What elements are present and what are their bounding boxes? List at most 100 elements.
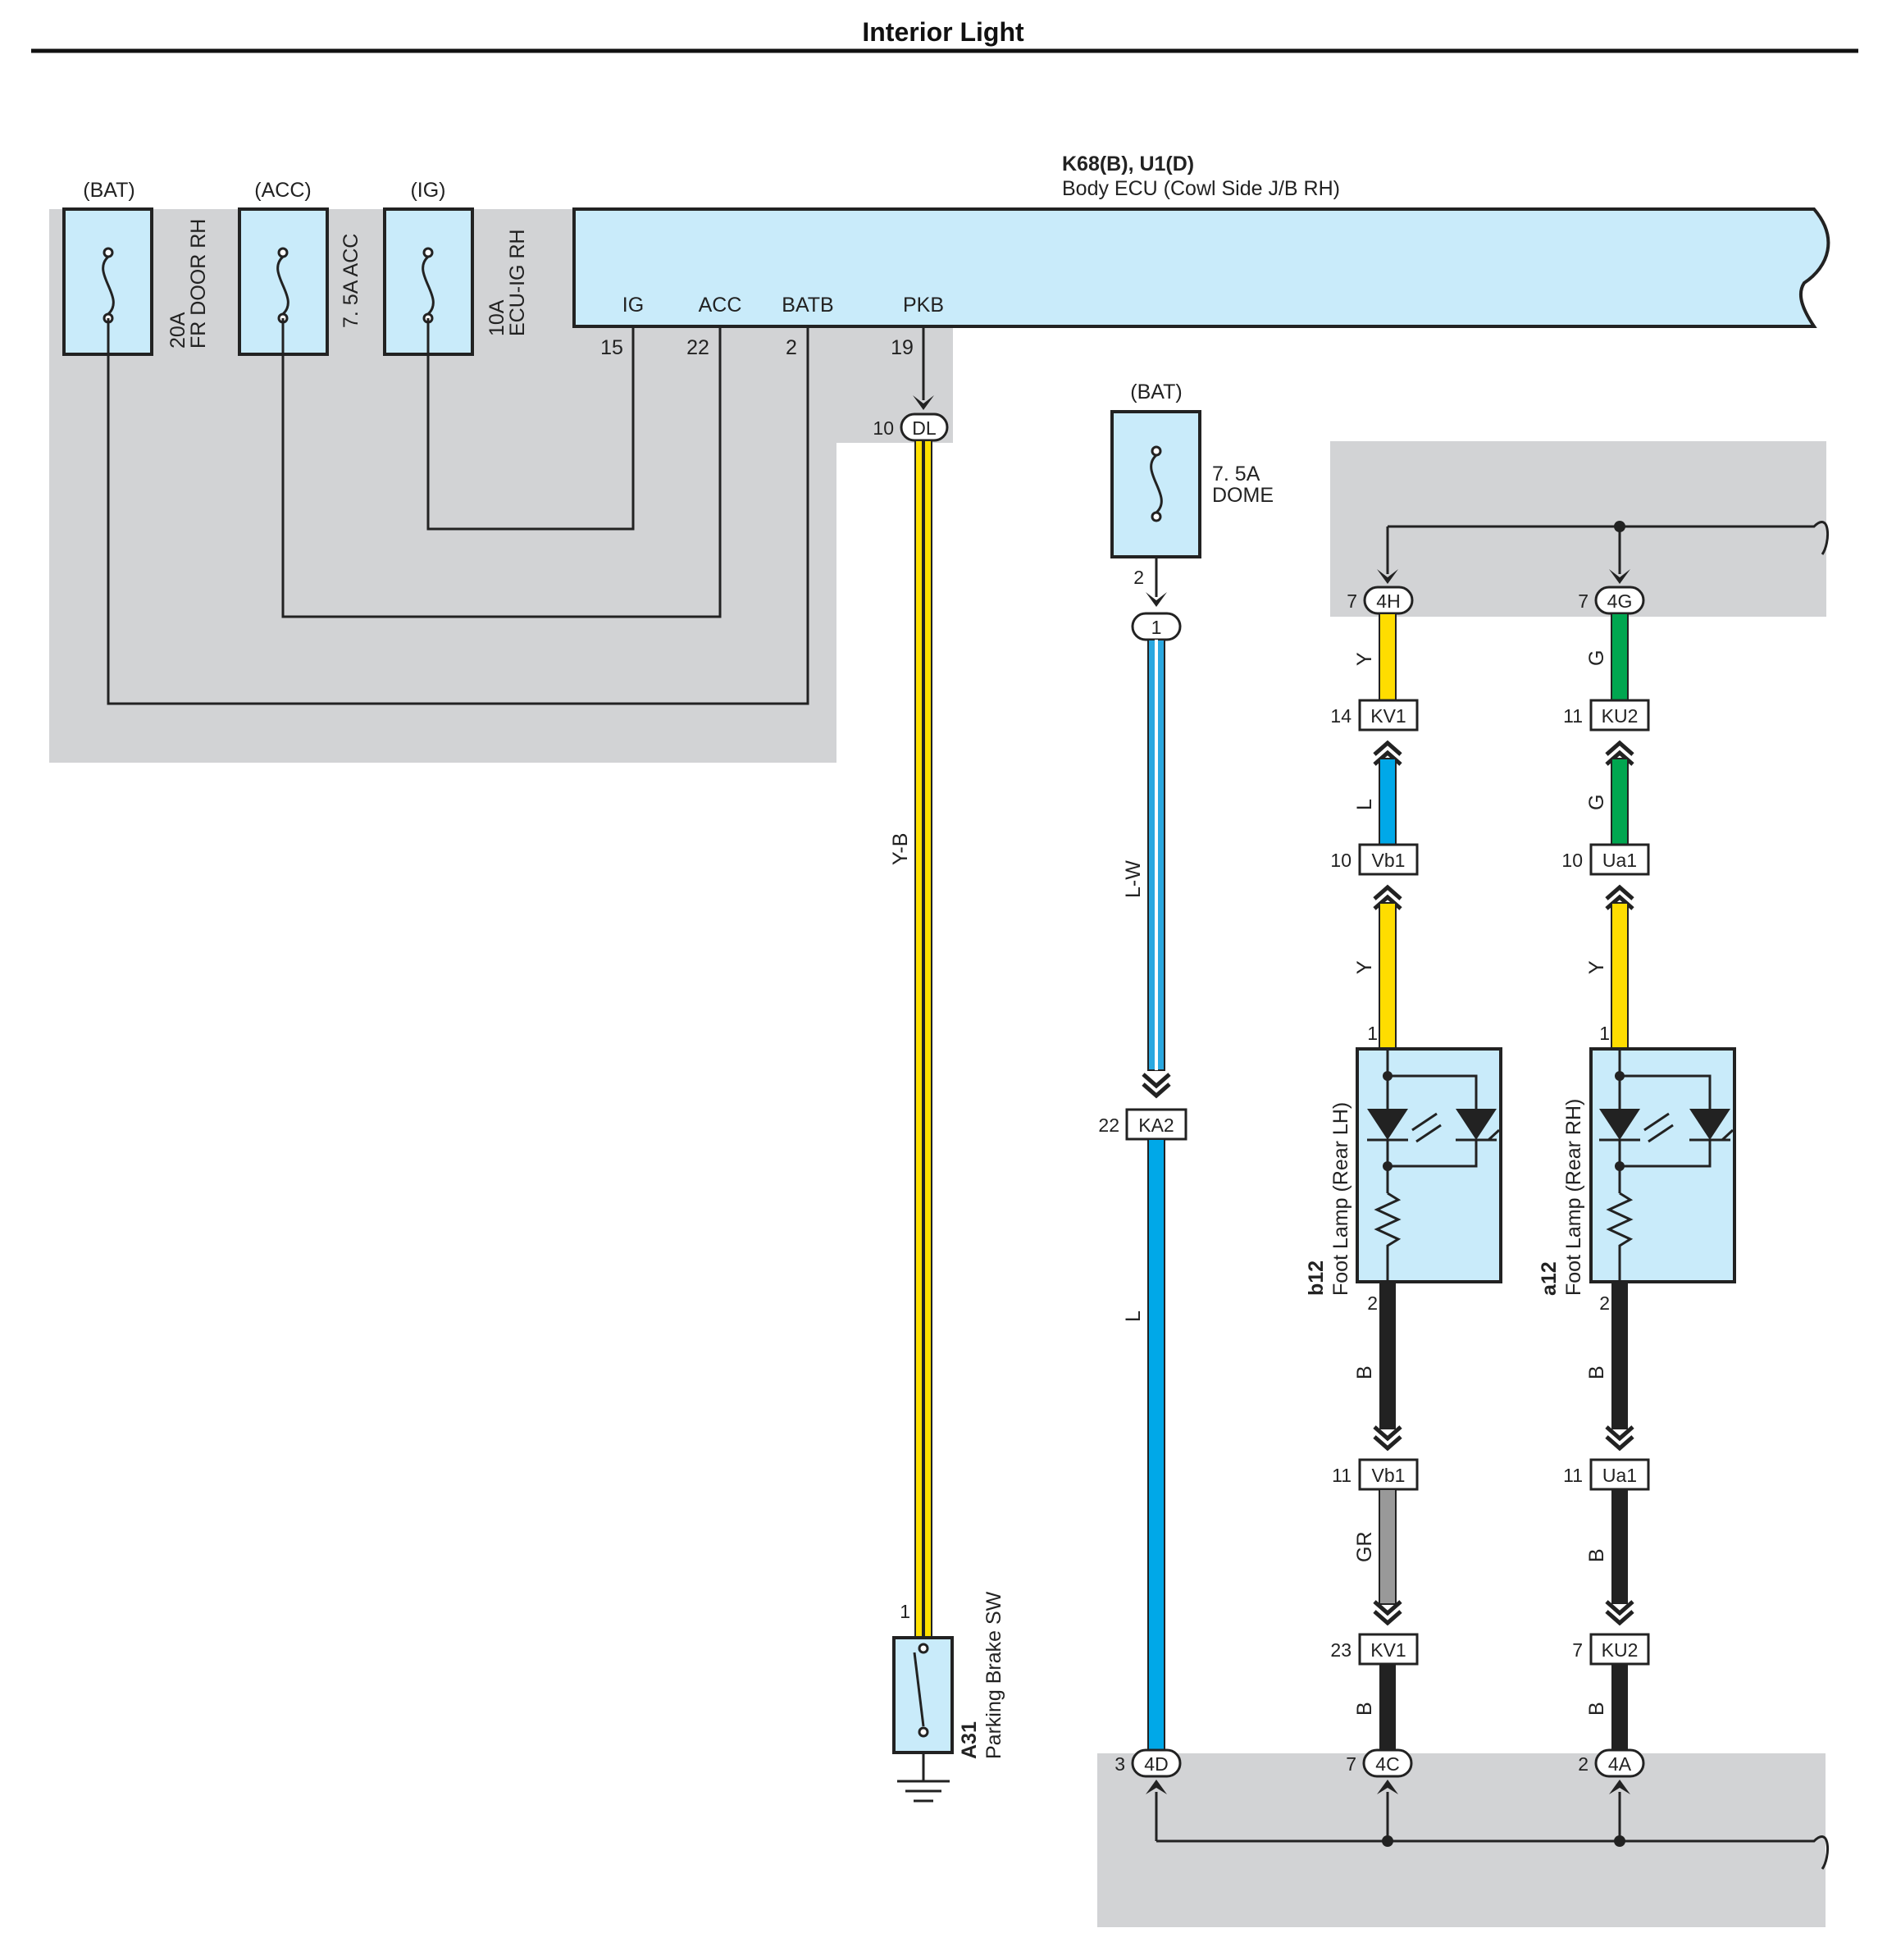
component-code: a12 (1538, 1261, 1561, 1296)
wire-color-code: Y (1585, 960, 1608, 974)
wire-color-code: G (1585, 650, 1608, 666)
connector-id: 4G (1607, 590, 1633, 612)
connector-vb1-10 (1358, 843, 1419, 876)
ecu-terminal-label: ACC (699, 294, 742, 317)
wire-color-code: L-W (1122, 860, 1145, 898)
connector-ua1-10 (1589, 843, 1650, 876)
component-pin: 1 (900, 1601, 910, 1622)
connector-pin: 7 (1347, 590, 1357, 612)
wire-b-lh-2 (1379, 1664, 1396, 1750)
fuse-rating: 7. 5A (1212, 463, 1260, 485)
component-code: A31 (958, 1721, 981, 1759)
connector-pin: 3 (1114, 1753, 1125, 1775)
wire-y-b (914, 440, 932, 1639)
connector-kv1-23 (1358, 1633, 1419, 1666)
connector-id: KV1 (1370, 1639, 1406, 1661)
connector-4d (1131, 1748, 1182, 1778)
connector-id: KU2 (1602, 1639, 1639, 1661)
connector-pin: 11 (1332, 1465, 1352, 1486)
wire-l (1147, 1138, 1165, 1751)
ecu-pin-number: 22 (686, 336, 709, 359)
connector-pin: 14 (1330, 705, 1352, 727)
fuse-rating: 10A (485, 299, 508, 336)
connector-vb1-11 (1358, 1458, 1419, 1491)
power-source-label: (BAT) (1130, 381, 1182, 403)
ecu-pin-number: 15 (600, 336, 623, 359)
wire-batb (107, 318, 809, 705)
wire-ig (426, 318, 635, 531)
power-source-label: (BAT) (83, 179, 134, 202)
connector-id: DL (912, 417, 937, 439)
connector-id: Vb1 (1372, 850, 1406, 871)
foot-lamp-rear-lh (1356, 1047, 1502, 1283)
connector-pin: 7 (1572, 1639, 1583, 1661)
wire-color-code: L (1353, 799, 1376, 810)
wire-color-code: B (1353, 1365, 1376, 1379)
connector-id: 4D (1144, 1753, 1168, 1775)
fuse-name: FR DOOR RH (187, 219, 210, 349)
wire-b-rh-1 (1611, 1282, 1628, 1429)
fuse-rating: 7. 5A ACC (340, 234, 362, 328)
wire-g-rh-2 (1611, 758, 1629, 846)
connector-pin: 10 (1561, 850, 1583, 871)
connector-id: 1 (1151, 617, 1162, 638)
bus-upper (1388, 521, 1830, 555)
connector-4c (1362, 1748, 1413, 1778)
wire-color-code: Y (1353, 960, 1376, 974)
component-pin: 2 (1367, 1292, 1378, 1314)
connector-pin: 2 (1133, 567, 1144, 588)
wire-b-rh-3 (1611, 1664, 1628, 1750)
connector-4a (1594, 1748, 1645, 1778)
component-code: b12 (1305, 1260, 1328, 1296)
connector-id: KA2 (1138, 1114, 1174, 1136)
body-ecu-box (572, 207, 1830, 328)
power-source-label: (IG) (410, 179, 445, 202)
connector-id: Ua1 (1602, 850, 1637, 871)
wire-y-lh-2 (1379, 902, 1397, 1050)
component-name: Foot Lamp (Rear LH) (1329, 1102, 1352, 1296)
connector-pin: 23 (1330, 1639, 1352, 1661)
component-pin: 1 (1367, 1023, 1378, 1044)
ecu-pin-number: 19 (891, 336, 914, 359)
wire-color-code: B (1353, 1702, 1376, 1716)
wire-b-lh-1 (1379, 1282, 1396, 1429)
fuse-name: DOME (1212, 484, 1274, 507)
connector-id: 4H (1376, 590, 1400, 612)
connector-ku2-7 (1589, 1633, 1650, 1666)
wire-color-code: G (1585, 795, 1608, 810)
connector-ku2-11 (1589, 699, 1650, 732)
component-pin: 1 (1599, 1023, 1610, 1044)
wire-color-code: B (1585, 1365, 1608, 1379)
component-name: Foot Lamp (Rear RH) (1562, 1099, 1585, 1296)
connector-id: KV1 (1370, 705, 1406, 727)
wire-g-rh-1 (1611, 613, 1629, 701)
wire-acc (281, 318, 722, 618)
wire-color-code: B (1585, 1548, 1608, 1562)
connector-pin: 2 (1578, 1753, 1589, 1775)
junction-block-upper-right (1330, 441, 1826, 617)
fuse-rating: 20A (166, 312, 189, 349)
wire-y-lh-1 (1379, 613, 1397, 701)
connector-id: 4A (1608, 1753, 1632, 1775)
foot-lamp-rear-rh (1589, 1047, 1736, 1283)
ecu-name: Body ECU (Cowl Side J/B RH) (1062, 177, 1340, 200)
ground-icon (897, 1780, 950, 1803)
power-source-label: (ACC) (254, 179, 311, 202)
wire-y-rh (1611, 902, 1629, 1050)
connector-pin: 22 (1098, 1114, 1119, 1136)
connector-pin: 10 (1330, 850, 1352, 871)
component-name: Parking Brake SW (982, 1591, 1005, 1759)
connector-ua1-11 (1589, 1458, 1650, 1491)
ecu-terminal-label: BATB (782, 294, 833, 317)
ecu-terminal-label: PKB (903, 294, 944, 317)
connector-id: Vb1 (1372, 1465, 1406, 1486)
ecu-code: K68(B), U1(D) (1062, 153, 1194, 175)
ecu-terminal-label: IG (622, 294, 644, 317)
connector-id: 4C (1375, 1753, 1399, 1775)
wire-color-code: Y (1353, 652, 1376, 666)
wire-color-code: Y-B (889, 833, 912, 865)
connector-id: KU2 (1602, 705, 1639, 727)
fuse-name: ECU-IG RH (506, 229, 529, 336)
connector-pin: 11 (1563, 1465, 1583, 1486)
